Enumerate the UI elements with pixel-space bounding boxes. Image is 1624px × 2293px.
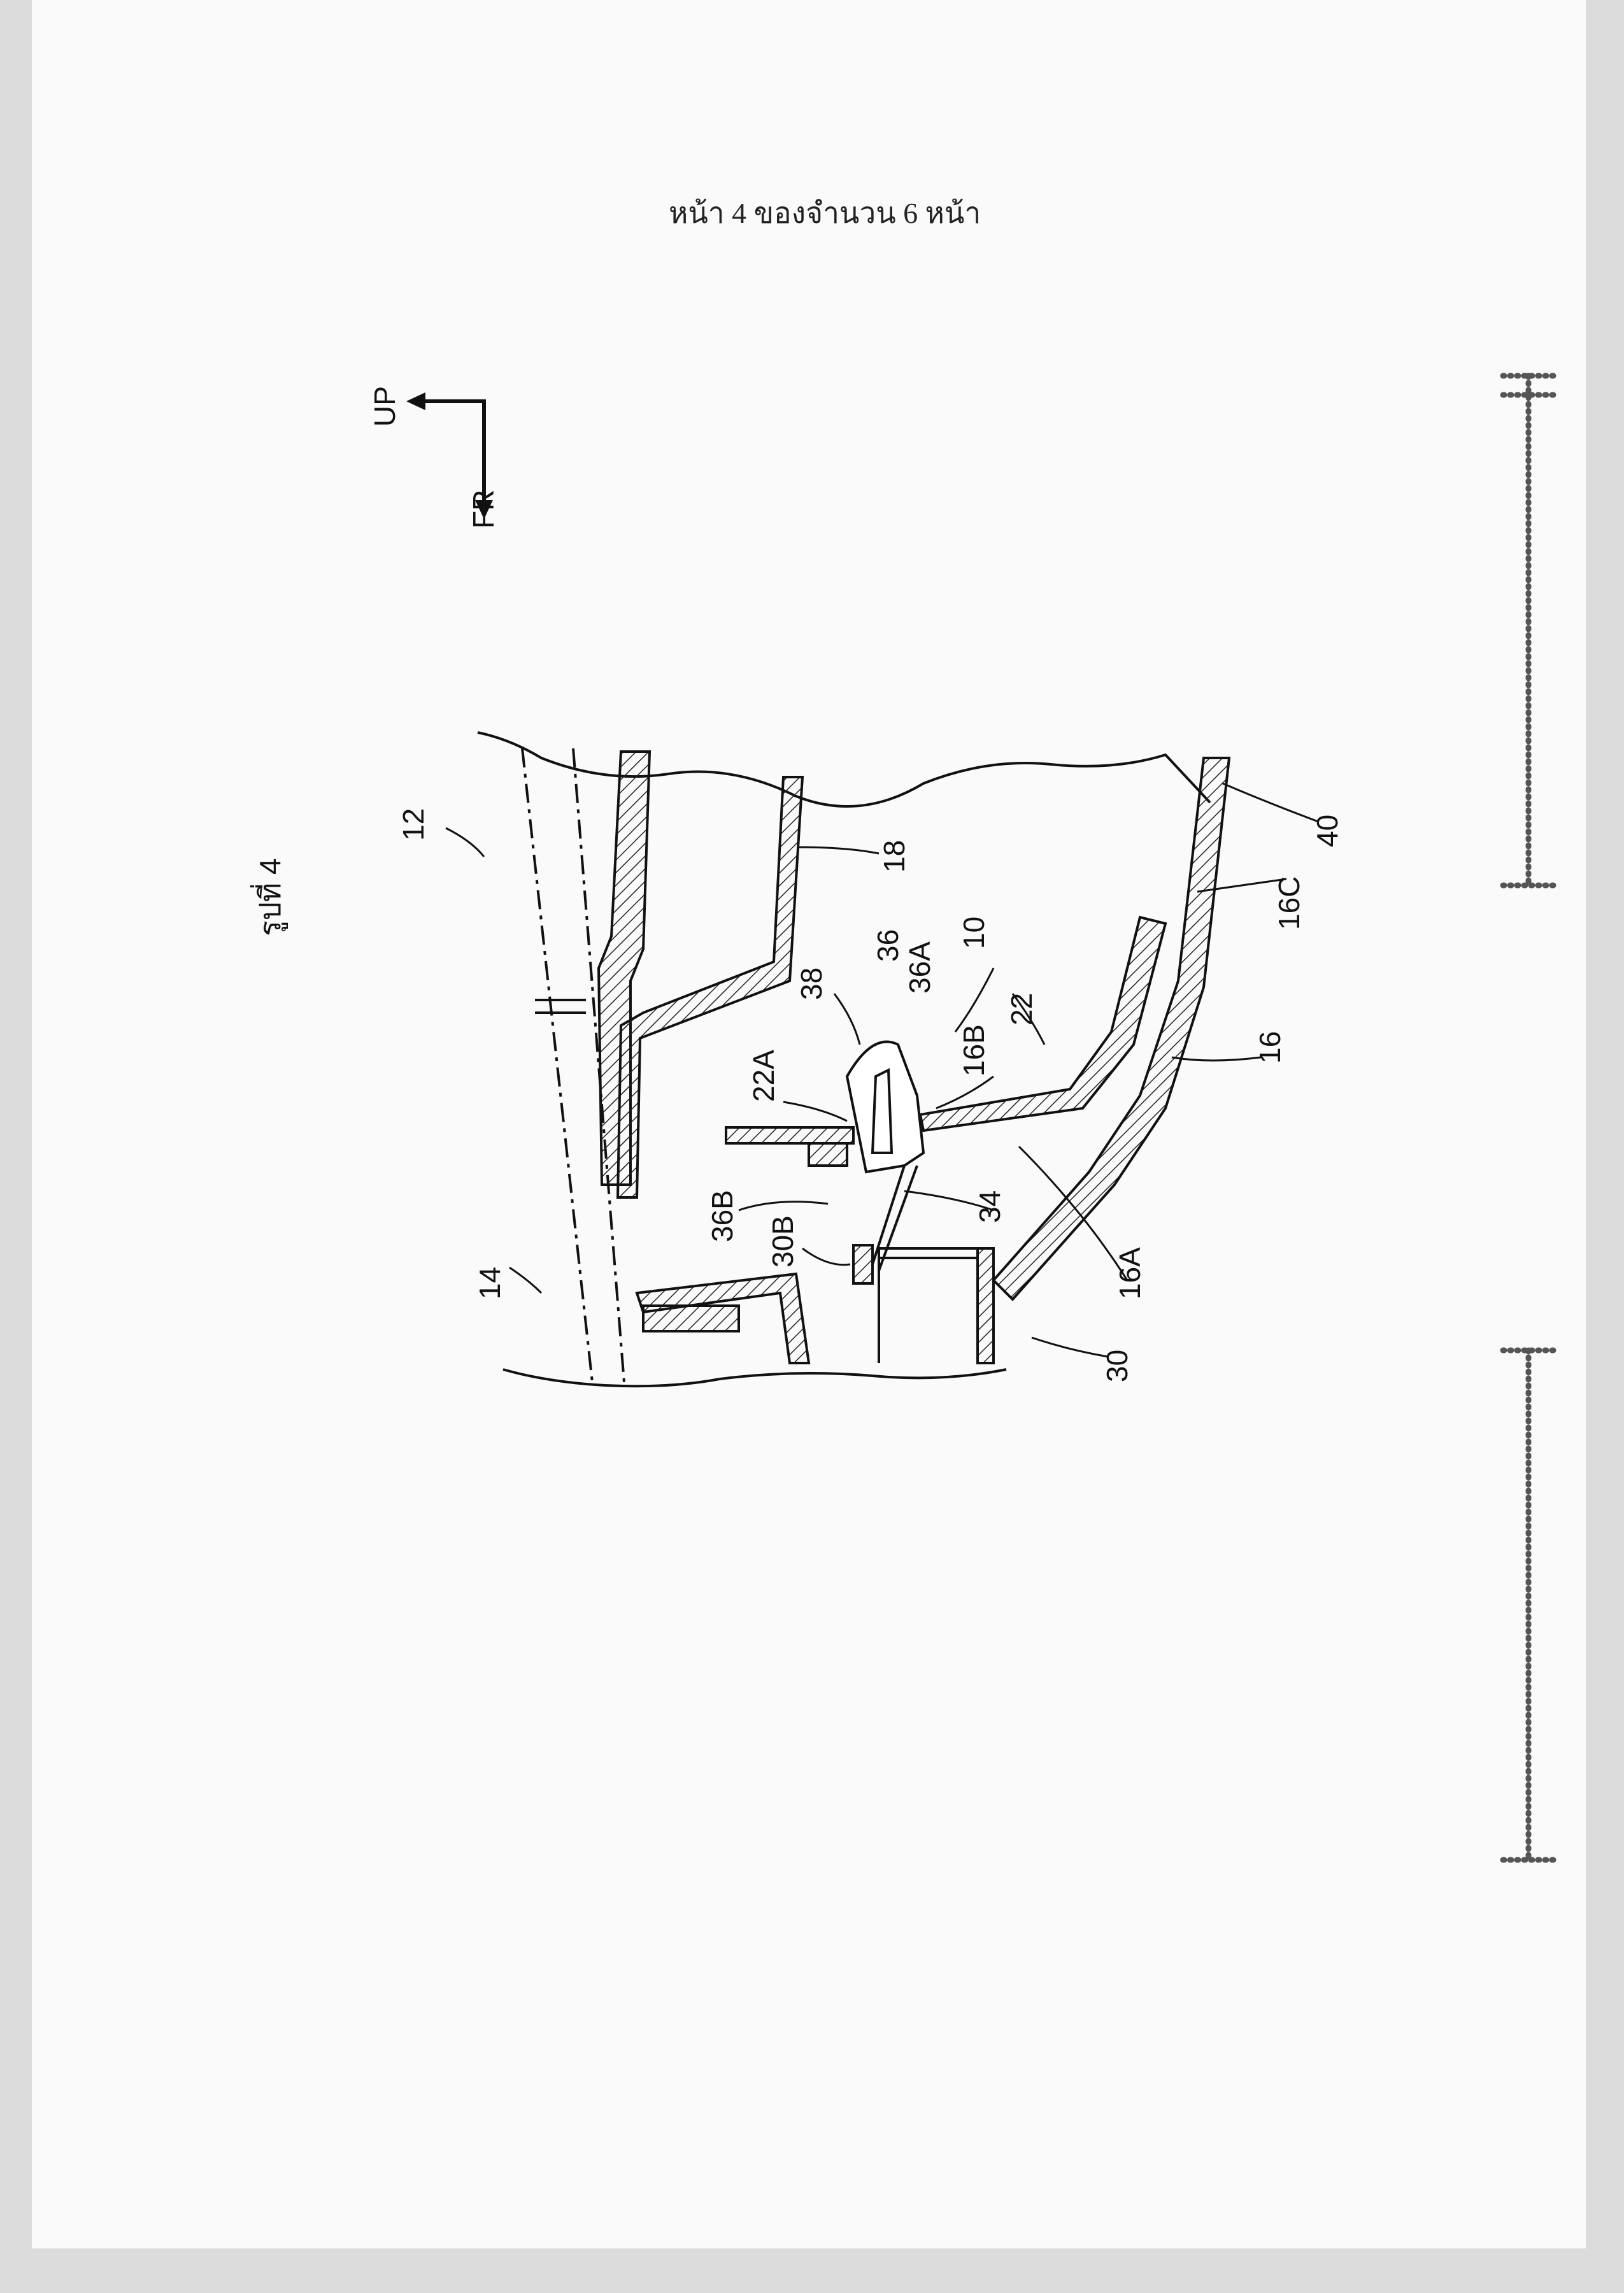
- label-22A: 22A: [747, 1050, 780, 1102]
- up-label: UP: [368, 386, 401, 427]
- label-16: 16: [1253, 1031, 1286, 1064]
- label-36: 36: [871, 929, 904, 962]
- document-stamp-marks: [1500, 373, 1557, 1863]
- label-40: 40: [1311, 815, 1344, 847]
- page-number-header: หน้า 4 ของจำนวน 6 หน้า: [669, 197, 981, 229]
- label-38: 38: [795, 968, 828, 1000]
- label-30: 30: [1100, 1350, 1134, 1382]
- label-16B: 16B: [957, 1024, 990, 1076]
- document-page: [32, 0, 1586, 2248]
- label-10: 10: [957, 917, 990, 949]
- label-16C: 16C: [1272, 876, 1306, 930]
- label-18: 18: [878, 840, 911, 873]
- label-12: 12: [397, 808, 430, 841]
- cross-section: [477, 731, 1231, 1388]
- reference-labels: 12 14 18 38 36 36A 10 22A 16B 22 36B 34 …: [397, 808, 1344, 1382]
- label-16A: 16A: [1113, 1247, 1146, 1299]
- label-34: 34: [973, 1190, 1006, 1223]
- leader-lines: [445, 782, 1319, 1358]
- direction-arrows: UP FR: [368, 386, 500, 529]
- label-30B: 30B: [766, 1215, 799, 1268]
- label-36A: 36A: [903, 941, 936, 994]
- label-36B: 36B: [706, 1190, 739, 1242]
- label-22: 22: [1005, 993, 1038, 1025]
- front-label: FR: [467, 490, 500, 529]
- label-14: 14: [473, 1267, 506, 1299]
- figure-title: รูปที่ 4: [250, 858, 288, 936]
